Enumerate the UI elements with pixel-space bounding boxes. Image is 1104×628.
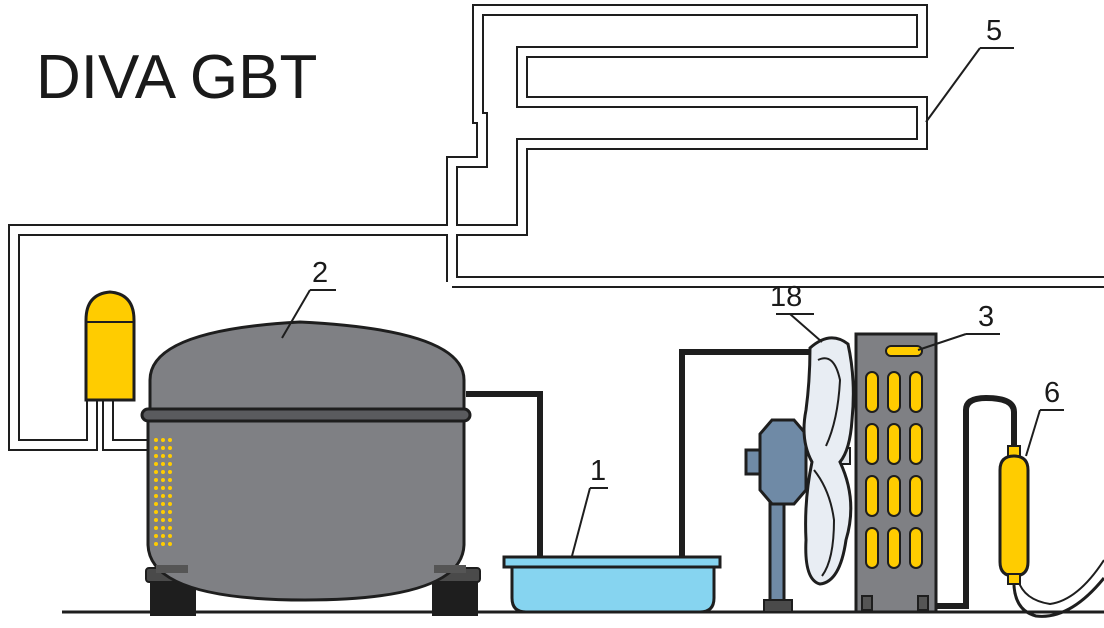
drip-tray: [502, 555, 722, 614]
callout-18-label: 18: [770, 281, 802, 313]
callout-2-label: 2: [312, 257, 328, 289]
condenser-slots: [865, 371, 923, 569]
filter-drier: [998, 445, 1030, 585]
callout-3-label: 3: [978, 301, 994, 333]
fan-blade: [802, 336, 855, 586]
capillary-tube-return: [1017, 559, 1104, 606]
callout-18: 18: [770, 281, 823, 343]
callout-5-label: 5: [986, 15, 1002, 47]
callout-6-label: 6: [1044, 377, 1060, 409]
serpentine-tube: [8, 4, 1104, 451]
tray-to-condenser-pipe: [679, 349, 812, 556]
capillary-tube: [1012, 575, 1104, 618]
callout-3: 3: [917, 301, 1000, 351]
compressor: [140, 320, 481, 616]
start-relay: [84, 290, 136, 402]
callout-6: 6: [1025, 377, 1064, 457]
discharge-pipe: [466, 391, 543, 556]
compressor-vent-dots: [154, 438, 172, 546]
callout-2: 2: [281, 257, 336, 339]
condenser: [854, 332, 938, 614]
condenser-to-filter-pipe: [936, 394, 1017, 609]
callout-1-label: 1: [590, 455, 606, 487]
callout-1: 1: [571, 455, 608, 557]
diagram-title: DIVA GBT: [36, 43, 317, 112]
callout-5: 5: [925, 15, 1014, 123]
